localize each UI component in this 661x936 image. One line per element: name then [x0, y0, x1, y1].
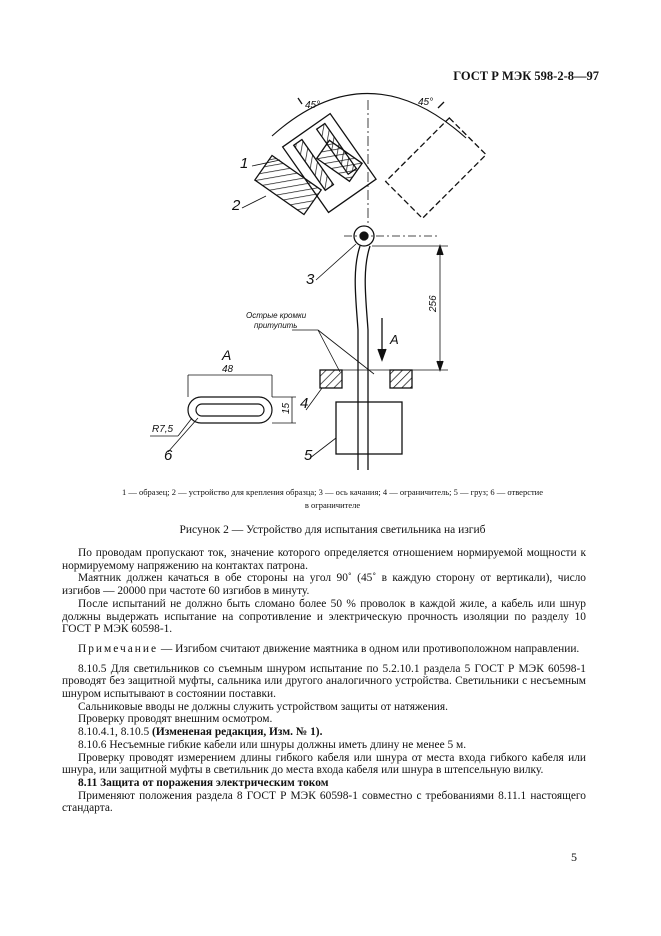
paragraph-amendment: 8.10.4.1, 8.10.5 (Измененая редакция, Из…	[62, 726, 586, 739]
label-1: 1	[240, 155, 248, 172]
legend-line-2: в ограничителе	[304, 500, 361, 510]
paragraph-current: По проводам пропускают ток, значение кот…	[62, 547, 586, 572]
label-6: 6	[164, 447, 173, 464]
angle-left-label: 45°	[305, 100, 320, 111]
label-3: 3	[306, 271, 315, 288]
paragraph-8-10-6: 8.10.6 Несъемные гибкие кабели или шнуры…	[78, 738, 467, 751]
angle-right-label: 45°	[418, 97, 433, 108]
paragraph-inspection: Проверку проводят внешним осмотром.	[78, 713, 273, 726]
dim-48-label: 48	[222, 364, 234, 375]
figure-legend: 1 — образец; 2 — устройство для креплени…	[60, 486, 605, 512]
body-text: По проводам пропускают ток, значение кот…	[62, 547, 586, 815]
edge-note-line1: Острые кромки	[246, 311, 307, 320]
arrow-a-label: А	[389, 332, 399, 347]
section-heading-8-11: 8.11 Защита от поражения электрическим т…	[78, 776, 329, 789]
paragraph-glands: Сальниковые вводы не должны служить устр…	[78, 700, 448, 713]
figure-caption: Рисунок 2 — Устройство для испытания све…	[179, 524, 486, 536]
pendulum-assembly	[241, 92, 488, 470]
note-text: — Изгибом считают движение маятника в од…	[158, 642, 580, 655]
label-5: 5	[304, 447, 313, 464]
paragraph-8-11: Применяют положения раздела 8 ГОСТ Р МЭК…	[62, 789, 586, 815]
note-label: Примечание	[78, 642, 159, 655]
dim-r75-label: R7,5	[152, 424, 174, 435]
paragraph-8-10-5: 8.10.5 Для светильников со съемным шнуро…	[62, 662, 586, 701]
bend-test-figure: 45° 45° 1 2 3 4 5 6 256 А А 48 15 R7,5 О…	[150, 92, 488, 470]
dim-15-label: 15	[281, 402, 292, 414]
view-a-detail	[150, 374, 296, 453]
label-2: 2	[231, 197, 241, 214]
page-number: 5	[571, 850, 577, 864]
amendment-prefix: 8.10.4.1, 8.10.5	[78, 726, 153, 739]
standard-header: ГОСТ Р МЭК 598-2-8—97	[453, 69, 599, 83]
paragraph-after-test: После испытаний не должно быть сломано б…	[62, 597, 586, 636]
paragraph-length-check: Проверку проводят измерением длины гибко…	[62, 751, 586, 777]
edge-note-line2: притупить	[254, 321, 298, 330]
amendment-note: (Измененая редакция, Изм. № 1).	[152, 726, 323, 739]
dim-256-label: 256	[428, 295, 439, 313]
paragraph-swing: Маятник должен качаться в обе стороны на…	[62, 572, 586, 598]
label-4: 4	[300, 395, 308, 412]
legend-line-1: 1 — образец; 2 — устройство для креплени…	[121, 487, 544, 497]
note-paragraph: Примечание — Изгибом считают движение ма…	[62, 643, 586, 656]
view-a-label: А	[221, 347, 231, 363]
